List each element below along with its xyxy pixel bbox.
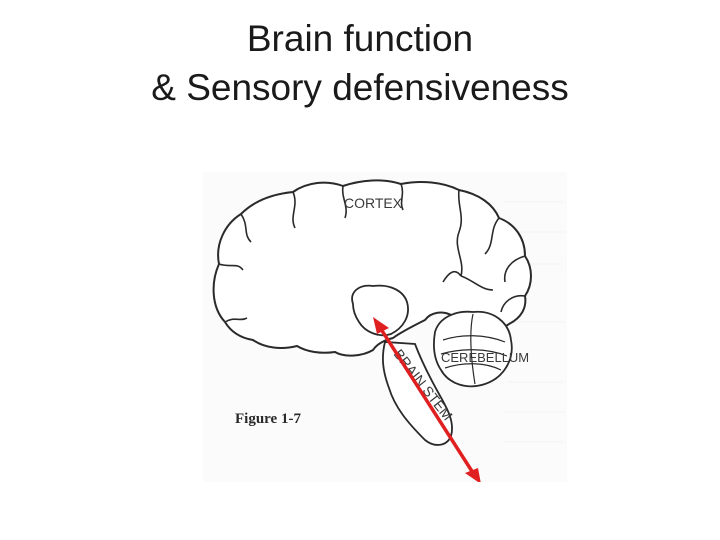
arrow-head-top — [373, 317, 389, 334]
brain-stem-arrow — [373, 317, 481, 482]
slide-title: Brain function & Sensory defensiveness — [0, 14, 720, 112]
arrow-shaft — [377, 325, 477, 477]
label-cerebellum: CEREBELLUM — [441, 350, 529, 365]
title-line-1: Brain function — [246, 18, 474, 59]
thalamus-outline — [351, 284, 409, 337]
brain-diagram: CORTEX CEREBELLUM BRAIN STEM Figure 1-7 — [203, 172, 567, 482]
cortex-folds — [218, 183, 526, 323]
title-line-2: & Sensory defensiveness — [151, 67, 569, 108]
cerebellum-shape — [433, 310, 513, 388]
label-cortex: CORTEX — [344, 195, 403, 211]
figure-caption: Figure 1-7 — [235, 411, 301, 427]
brain-diagram-figure: CORTEX CEREBELLUM BRAIN STEM Figure 1-7 — [203, 172, 567, 482]
arrow-head-bottom — [465, 468, 481, 482]
brain-stem-outline — [382, 341, 453, 446]
